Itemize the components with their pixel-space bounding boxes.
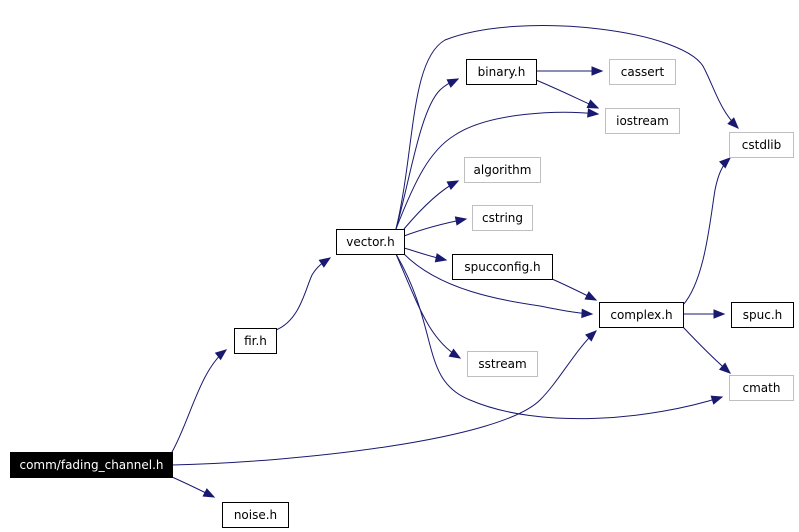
edge-binary-to-cassert xyxy=(536,66,604,76)
node-label: binary.h xyxy=(478,65,526,79)
edge-line xyxy=(171,330,597,466)
node-vector[interactable]: vector.h xyxy=(336,229,405,255)
node-box xyxy=(609,59,676,85)
node-box xyxy=(452,254,553,280)
node-box xyxy=(464,157,541,183)
node-box xyxy=(599,302,684,328)
node-noise[interactable]: noise.h xyxy=(222,502,289,528)
edge-arrowhead xyxy=(586,99,600,109)
edge-vector-to-cstdlib xyxy=(395,25,739,230)
node-box xyxy=(605,108,680,134)
edge-vector-to-cmath xyxy=(395,253,724,420)
edge-line xyxy=(275,257,331,331)
edge-arrowhead xyxy=(719,157,732,169)
edge-fading_channel-to-noise xyxy=(171,476,216,498)
node-box xyxy=(336,229,405,255)
edge-arrowhead xyxy=(318,257,332,268)
node-cmath: cmath xyxy=(729,375,794,401)
node-box xyxy=(466,59,537,85)
edges-layer xyxy=(171,25,739,498)
node-cstdlib: cstdlib xyxy=(729,132,794,158)
edge-arrowhead xyxy=(446,180,460,190)
edge-arrowhead xyxy=(214,349,228,361)
node-box xyxy=(10,452,173,478)
edge-line xyxy=(171,349,227,453)
edge-complex-to-cstdlib xyxy=(682,157,732,306)
node-label: complex.h xyxy=(610,308,672,322)
edge-arrowhead xyxy=(727,117,739,129)
edge-vector-to-cstring xyxy=(403,216,468,237)
node-box xyxy=(729,132,794,158)
node-box xyxy=(234,328,277,354)
edge-complex-to-spuc xyxy=(683,309,726,319)
node-label: cmath xyxy=(743,381,781,395)
edge-arrowhead xyxy=(446,78,460,88)
edge-complex-to-cmath xyxy=(682,326,732,374)
edge-binary-to-iostream xyxy=(535,79,600,109)
edge-line xyxy=(682,157,731,306)
edge-line xyxy=(395,25,739,230)
node-label: algorithm xyxy=(474,163,532,177)
node-label: spucconfig.h xyxy=(464,260,540,274)
edge-arrowhead xyxy=(713,309,726,319)
node-label: sstream xyxy=(478,357,526,371)
edge-line xyxy=(395,253,723,420)
edge-line xyxy=(395,111,599,230)
edge-arrowhead xyxy=(718,362,732,374)
node-label: noise.h xyxy=(234,508,277,522)
node-box xyxy=(222,502,289,528)
edge-vector-to-iostream xyxy=(395,108,600,230)
edge-arrowhead xyxy=(434,253,448,263)
node-cassert: cassert xyxy=(609,59,676,85)
node-box xyxy=(467,351,538,377)
node-binary[interactable]: binary.h xyxy=(466,59,537,85)
edge-arrowhead xyxy=(448,348,462,359)
edge-fading_channel-to-complex xyxy=(171,330,597,466)
node-box xyxy=(731,302,794,328)
edge-vector-to-binary xyxy=(395,78,460,230)
node-label: spuc.h xyxy=(743,308,783,322)
node-complex[interactable]: complex.h xyxy=(599,302,684,328)
edge-arrowhead xyxy=(584,291,598,301)
edge-arrowhead xyxy=(454,216,468,226)
edge-spucconfig-to-complex xyxy=(551,278,598,301)
edge-line xyxy=(395,253,461,359)
node-spuc[interactable]: spuc.h xyxy=(731,302,794,328)
edge-arrowhead xyxy=(587,108,600,118)
edge-arrowhead xyxy=(591,66,604,76)
node-fading_channel[interactable]: comm/fading_channel.h xyxy=(10,452,173,478)
edge-vector-to-algorithm xyxy=(403,180,460,230)
edge-fir-to-vector xyxy=(275,257,332,331)
edge-arrowhead xyxy=(710,395,724,405)
edge-line xyxy=(403,253,593,315)
edge-arrowhead xyxy=(202,488,216,498)
edge-vector-to-sstream xyxy=(395,253,462,359)
node-label: vector.h xyxy=(346,235,394,249)
node-label: cstdlib xyxy=(742,138,781,152)
edge-vector-to-complex xyxy=(403,253,594,319)
node-box xyxy=(729,375,794,401)
node-iostream: iostream xyxy=(605,108,680,134)
node-algorithm: algorithm xyxy=(464,157,541,183)
edge-arrowhead xyxy=(585,330,597,342)
node-label: iostream xyxy=(616,114,669,128)
node-spucconfig[interactable]: spucconfig.h xyxy=(452,254,553,280)
node-sstream: sstream xyxy=(467,351,538,377)
node-cstring: cstring xyxy=(472,205,533,231)
node-label: cstring xyxy=(482,211,523,225)
node-label: cassert xyxy=(621,65,665,79)
node-box xyxy=(472,205,533,231)
edge-fading_channel-to-fir xyxy=(171,349,228,453)
nodes-layer: comm/fading_channel.h fir.h noise.h vector.… xyxy=(10,59,794,528)
edge-vector-to-spucconfig xyxy=(403,247,448,263)
node-fir[interactable]: fir.h xyxy=(234,328,277,354)
node-label: fir.h xyxy=(244,334,267,348)
node-label: comm/fading_channel.h xyxy=(19,458,163,472)
edge-arrowhead xyxy=(581,308,594,319)
